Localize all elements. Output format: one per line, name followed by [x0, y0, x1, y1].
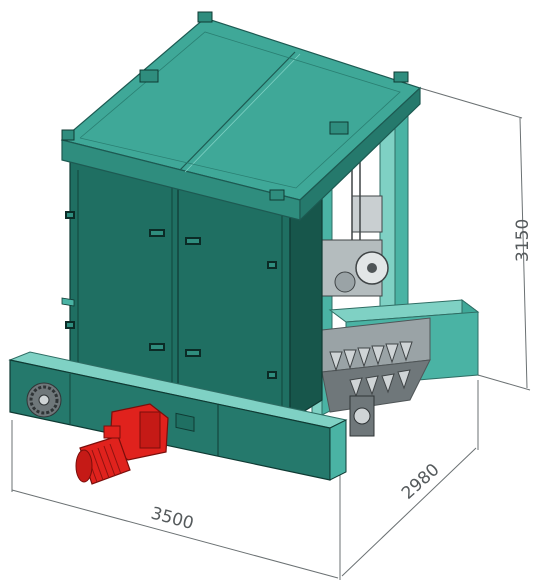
dimension-lines [11, 87, 531, 580]
dimension-height-label: 3150 [513, 219, 533, 262]
front-skid-beam [8, 351, 348, 481]
dimension-width-label: 3500 [149, 504, 196, 535]
roof-cover [60, 11, 422, 222]
dimension-depth-label: 2980 [398, 460, 444, 504]
door-latches [65, 211, 277, 379]
housing [61, 159, 323, 422]
bearing-assembly [321, 150, 389, 297]
chain-conveyor [321, 317, 431, 413]
drive-motor [75, 403, 169, 485]
end-bearing [349, 395, 375, 437]
sprocket [26, 382, 62, 418]
